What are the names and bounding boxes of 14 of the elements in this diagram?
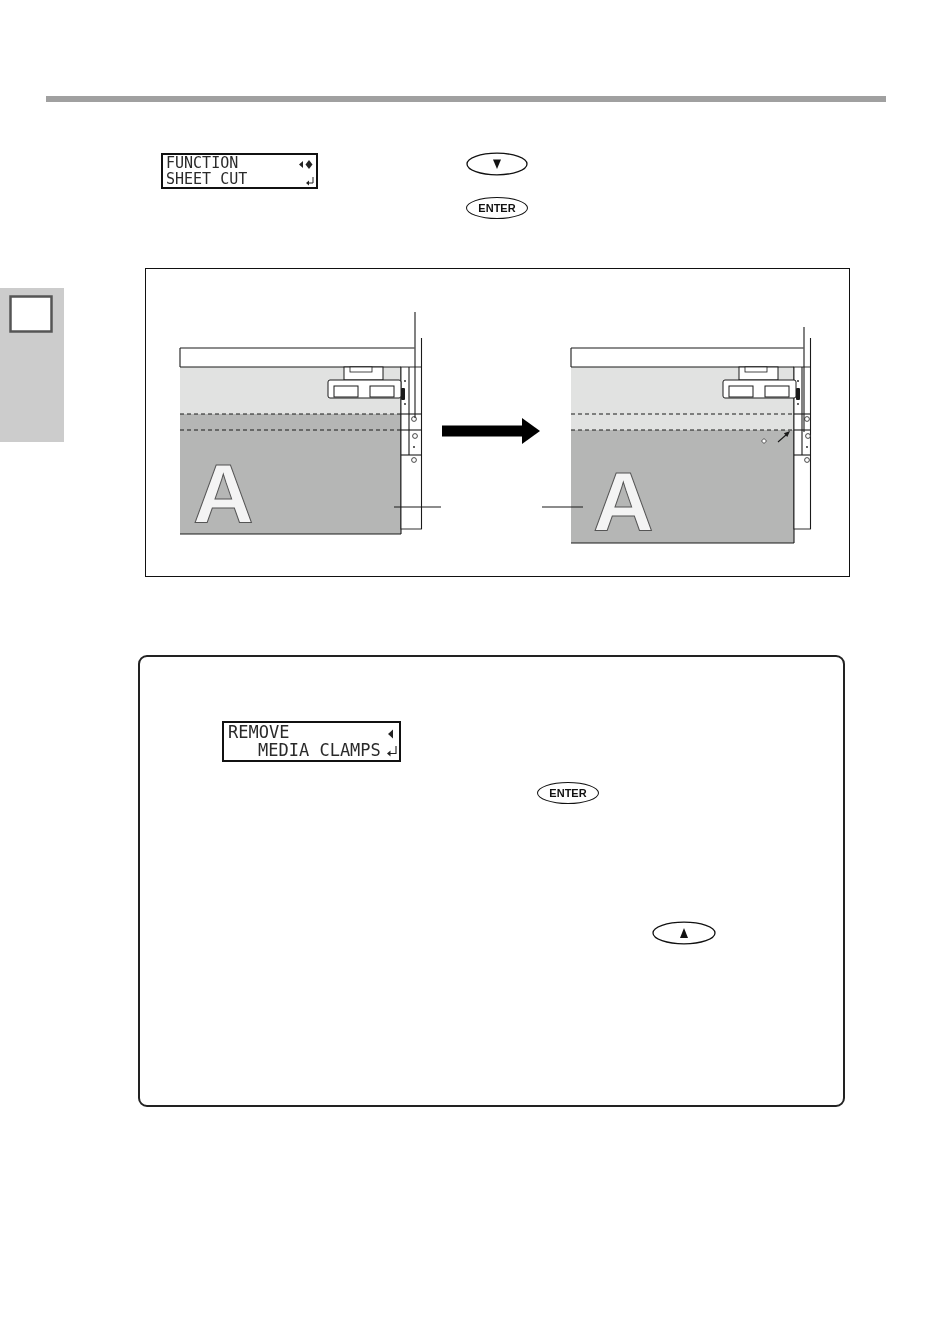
enter-key: ENTER — [537, 782, 599, 804]
display-text: SHEET CUT — [166, 172, 248, 187]
lcd-display — [222, 721, 401, 762]
display-text: REMOVE — [228, 724, 290, 741]
lcd-display — [161, 153, 318, 189]
note-panel — [138, 655, 845, 1107]
illustration-frame — [145, 268, 850, 577]
printed-letter: A — [593, 471, 654, 534]
display-text: FUNCTION — [166, 156, 239, 171]
printed-letter: A — [193, 463, 254, 526]
block-arrow — [442, 418, 540, 444]
printer-media-illustration — [176, 310, 442, 538]
display-text: MEDIA CLAMPS — [258, 742, 381, 759]
enter-key: ENTER — [466, 197, 528, 219]
